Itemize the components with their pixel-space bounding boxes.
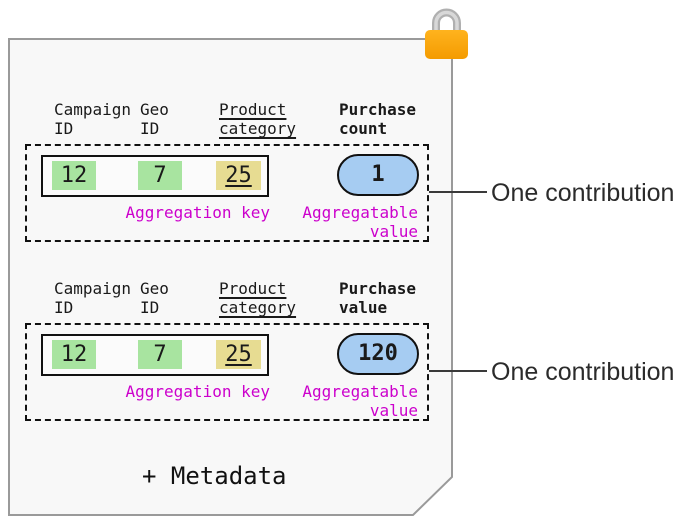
padlock-body	[425, 30, 468, 59]
contribution-record-1: Campaign ID Geo ID Product category Purc…	[0, 100, 700, 275]
aggregation-key-label: Aggregation key	[125, 382, 271, 401]
metadata-label: + Metadata	[142, 462, 287, 490]
contribution-boundary	[25, 144, 429, 242]
contribution-record-2: Campaign ID Geo ID Product category Purc…	[0, 279, 700, 454]
one-contribution-annotation: One contribution	[491, 358, 675, 386]
annotation-connector-line	[429, 191, 487, 193]
key-cell-geo-id: 7	[138, 340, 182, 369]
column-header-product-category: Product category	[219, 100, 297, 138]
aggregatable-value-label: Aggregatable value	[302, 203, 418, 241]
column-header-purchase-count: Purchase count	[339, 100, 417, 138]
key-cell-campaign-id: 12	[52, 161, 96, 190]
key-cell-geo-id: 7	[138, 161, 182, 190]
key-cell-product-category: 25	[216, 161, 261, 190]
key-cell-campaign-id: 12	[52, 340, 96, 369]
one-contribution-annotation: One contribution	[491, 179, 675, 207]
contribution-boundary	[25, 323, 429, 421]
column-header-geo-id: Geo ID	[140, 100, 169, 138]
padlock-shackle-highlight	[434, 10, 459, 36]
aggregatable-value-bubble: 1	[337, 154, 419, 196]
column-header-product-category: Product category	[219, 279, 297, 317]
aggregatable-value-bubble: 120	[337, 333, 419, 375]
annotation-connector-line	[429, 370, 487, 372]
column-header-campaign-id: Campaign ID	[54, 100, 132, 138]
column-header-campaign-id: Campaign ID	[54, 279, 132, 317]
padlock-icon	[425, 8, 468, 59]
column-header-purchase-value: Purchase value	[339, 279, 417, 317]
aggregatable-value-label: Aggregatable value	[302, 382, 418, 420]
key-cell-product-category: 25	[216, 340, 261, 369]
aggregation-key-label: Aggregation key	[125, 203, 271, 222]
column-header-geo-id: Geo ID	[140, 279, 169, 317]
